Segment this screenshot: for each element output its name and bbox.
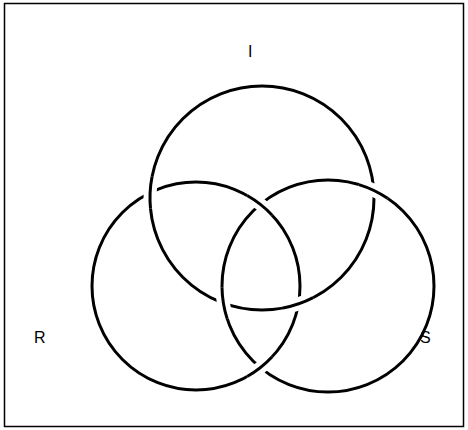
crossing-gap — [222, 287, 227, 318]
frame — [5, 4, 464, 427]
ring-segment — [247, 357, 272, 377]
crossing — [247, 195, 272, 215]
ring-segment — [359, 185, 388, 199]
crossing — [359, 185, 388, 199]
ring-segment — [247, 195, 272, 215]
crossing — [150, 177, 152, 209]
crossing — [222, 287, 227, 318]
ring-label: I — [248, 44, 252, 60]
ring-segment — [283, 298, 313, 308]
ring — [150, 86, 374, 310]
crossing — [247, 357, 272, 377]
crossing-gap — [283, 298, 313, 308]
ring — [92, 182, 300, 390]
borromean-rings — [92, 86, 434, 392]
ring-segment — [150, 177, 152, 209]
crossing-gap — [247, 357, 272, 377]
crossing — [283, 298, 313, 308]
ring-segment — [222, 287, 227, 318]
ring-label: R — [34, 330, 46, 346]
crossing-gap — [359, 185, 388, 199]
crossing-gap — [247, 195, 272, 215]
crossing-gap — [150, 177, 152, 209]
ring — [222, 180, 434, 392]
ring-label: S — [420, 330, 431, 346]
